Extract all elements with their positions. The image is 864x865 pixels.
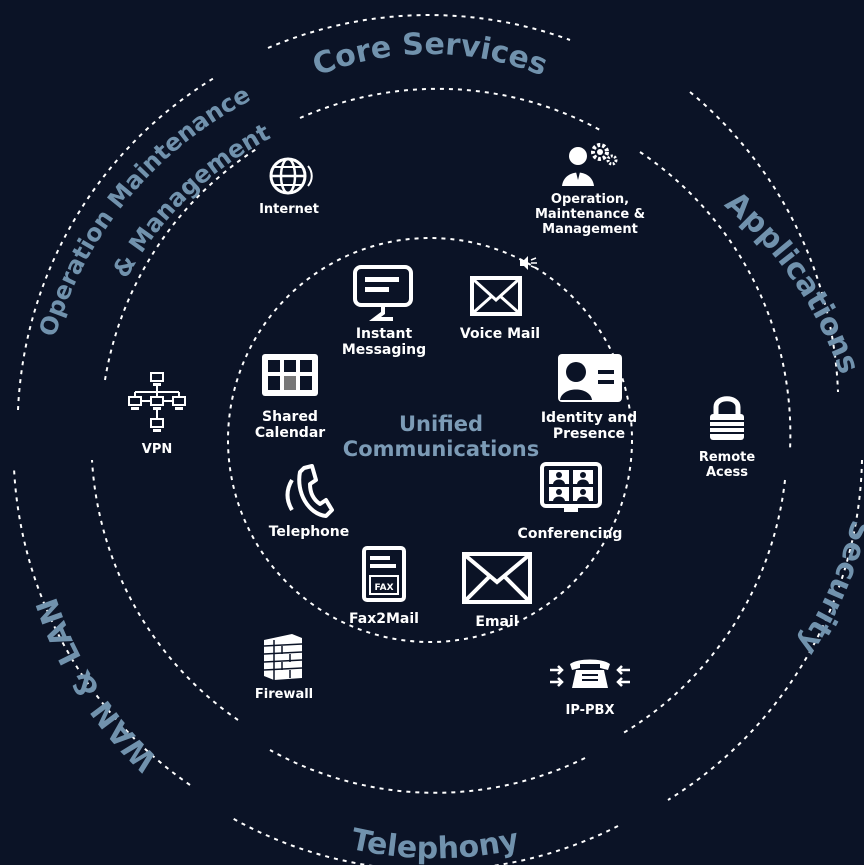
operator-gears-icon xyxy=(562,143,618,186)
identity-presence-label: Identity and Presence xyxy=(540,410,638,442)
shared-calendar-label: Shared Calendar xyxy=(254,409,326,441)
outer-ring-top xyxy=(267,14,571,49)
omm-label-line1: Operation Maintenance xyxy=(34,80,255,339)
calendar-grid-icon xyxy=(262,354,318,396)
operation-maintenance-label: Operation, Maintenance & Management xyxy=(534,192,646,237)
security-label: Security xyxy=(790,517,864,662)
outer-ring-right xyxy=(689,91,839,393)
instant-messaging-label: Instant Messaging xyxy=(341,326,427,358)
fax-icon-text: FAX xyxy=(374,583,393,593)
fax2mail-label: Fax2Mail xyxy=(349,611,419,627)
conferencing-label: Conferencing xyxy=(517,526,623,542)
globe-icon xyxy=(269,157,313,195)
middle-ring-top xyxy=(299,87,601,131)
internet-label: Internet xyxy=(259,202,319,217)
center-title: Unified Communications xyxy=(343,412,539,462)
firewall-icon xyxy=(263,634,303,680)
center-title-line1: Unified xyxy=(398,412,484,436)
conferencing-screen-icon xyxy=(540,462,602,512)
applications-label: Applications xyxy=(718,185,864,378)
outer-ring-upperleft xyxy=(17,77,215,411)
inner-ring xyxy=(227,237,633,643)
vpn-label: VPN xyxy=(141,442,173,457)
voicemail-envelope-icon xyxy=(470,256,537,316)
fax-document-icon: FAX xyxy=(362,546,406,602)
middle-ring-upperleft xyxy=(104,147,259,381)
remote-access-label: Remote Acess xyxy=(698,450,756,480)
telephone-label: Telephone xyxy=(268,524,350,540)
voice-mail-label: Voice Mail xyxy=(459,326,541,342)
firewall-label: Firewall xyxy=(254,687,314,702)
middle-ring-bottom xyxy=(269,749,586,794)
center-title-line2: Communications xyxy=(342,437,540,461)
telephony-label: Telephony xyxy=(348,822,522,865)
monitor-chat-icon xyxy=(353,265,413,321)
identity-card-icon xyxy=(558,354,622,402)
ip-pbx-label: IP-PBX xyxy=(565,703,615,718)
vpn-network-icon xyxy=(128,372,186,432)
email-label: Email xyxy=(475,614,519,630)
ip-pbx-phone-icon xyxy=(550,659,630,688)
email-envelope-icon xyxy=(462,552,532,604)
core-services-label: Core Services xyxy=(308,27,552,83)
outer-ring-lowerright xyxy=(667,459,863,801)
telephone-handset-icon xyxy=(285,464,334,518)
middle-ring-lowerright xyxy=(619,479,786,736)
padlock-icon xyxy=(710,396,744,440)
outer-ring-bottom xyxy=(231,817,619,865)
middle-ring-lowerleft xyxy=(91,459,239,721)
middle-ring-right xyxy=(639,151,792,451)
